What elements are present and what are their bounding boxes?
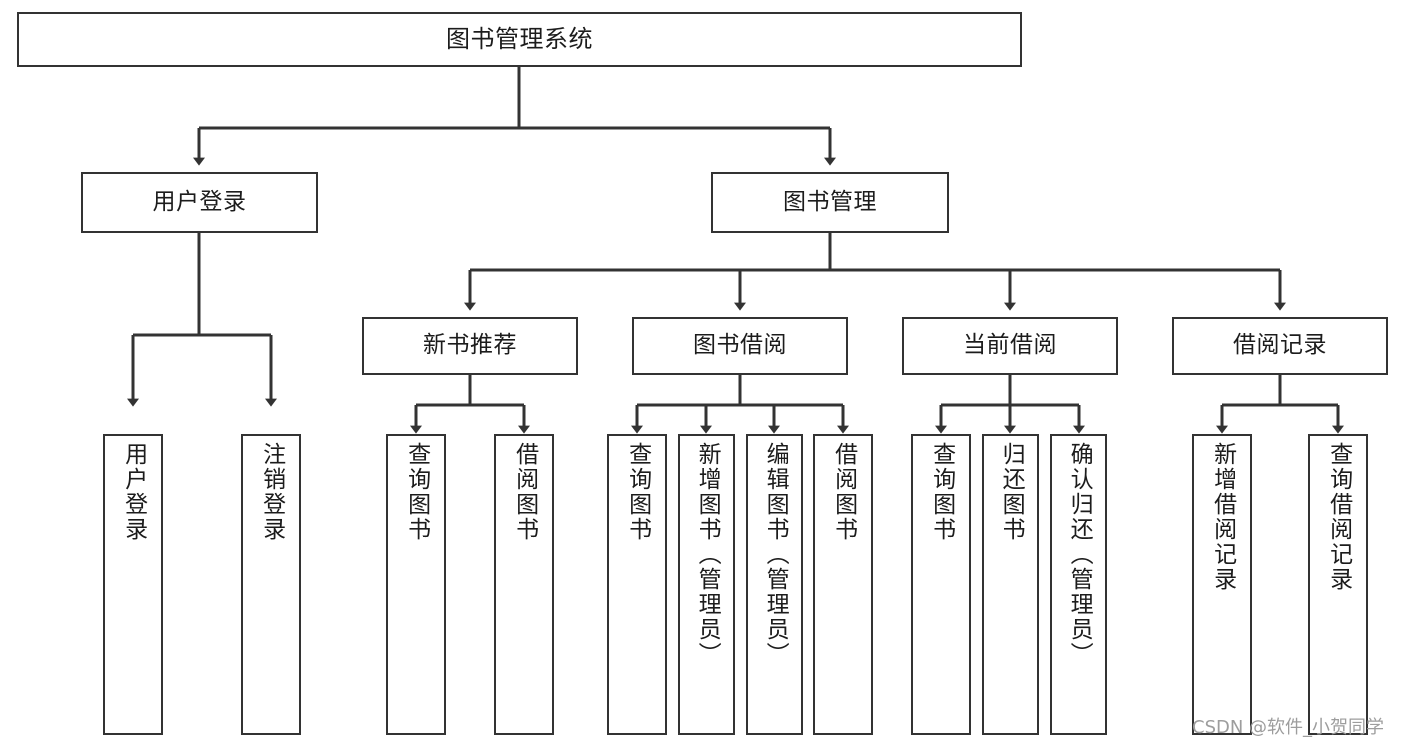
node-label: 图书借阅 xyxy=(693,332,787,359)
node-label: 查询借阅记录 xyxy=(1325,442,1352,592)
leaf-current-confirm-return-admin[interactable]: 确认归还（管理员） xyxy=(1050,434,1107,735)
leaf-borrow-query-book[interactable]: 查询图书 xyxy=(607,434,667,735)
node-label: 借阅记录 xyxy=(1233,332,1327,359)
node-label: 图书管理 xyxy=(783,188,877,215)
node-label: 当前借阅 xyxy=(963,332,1057,359)
node-book-management[interactable]: 图书管理 xyxy=(711,172,949,233)
node-label: 用户登录 xyxy=(152,188,247,215)
node-new-book-recommend[interactable]: 新书推荐 xyxy=(362,317,578,375)
leaf-borrow-borrow-book[interactable]: 借阅图书 xyxy=(813,434,873,735)
leaf-current-return-book[interactable]: 归还图书 xyxy=(982,434,1039,735)
node-user-login[interactable]: 用户登录 xyxy=(81,172,318,233)
node-label: 查询图书 xyxy=(624,442,651,542)
node-book-borrow[interactable]: 图书借阅 xyxy=(632,317,848,375)
node-label: 查询图书 xyxy=(928,442,955,542)
leaf-record-query-record[interactable]: 查询借阅记录 xyxy=(1308,434,1368,735)
node-label: 注销登录 xyxy=(258,442,285,542)
node-current-borrow[interactable]: 当前借阅 xyxy=(902,317,1118,375)
node-borrow-record[interactable]: 借阅记录 xyxy=(1172,317,1388,375)
node-label: 确认归还（管理员） xyxy=(1066,442,1093,667)
leaf-user-login-logout[interactable]: 注销登录 xyxy=(241,434,301,735)
leaf-new-book-query-book[interactable]: 查询图书 xyxy=(386,434,446,735)
watermark-credit: CSDN @软件_小贺同学 xyxy=(1192,717,1385,738)
node-root-book-management-system[interactable]: 图书管理系统 xyxy=(17,12,1022,67)
node-label: 图书管理系统 xyxy=(446,25,593,54)
node-label: 借阅图书 xyxy=(830,442,857,542)
node-label: 新书推荐 xyxy=(423,332,517,359)
leaf-borrow-add-book-admin[interactable]: 新增图书（管理员） xyxy=(678,434,735,735)
leaf-user-login-login[interactable]: 用户登录 xyxy=(103,434,163,735)
node-label: 借阅图书 xyxy=(511,442,538,542)
leaf-borrow-edit-book-admin[interactable]: 编辑图书（管理员） xyxy=(746,434,803,735)
node-label: 归还图书 xyxy=(998,442,1025,542)
node-label: 编辑图书（管理员） xyxy=(762,442,789,667)
leaf-record-add-record[interactable]: 新增借阅记录 xyxy=(1192,434,1252,735)
node-label: 查询图书 xyxy=(403,442,430,542)
leaf-current-query-book[interactable]: 查询图书 xyxy=(911,434,971,735)
node-label: 新增借阅记录 xyxy=(1209,442,1236,592)
leaf-new-book-borrow-book[interactable]: 借阅图书 xyxy=(494,434,554,735)
node-label: 新增图书（管理员） xyxy=(694,442,721,667)
node-label: 用户登录 xyxy=(120,442,147,542)
